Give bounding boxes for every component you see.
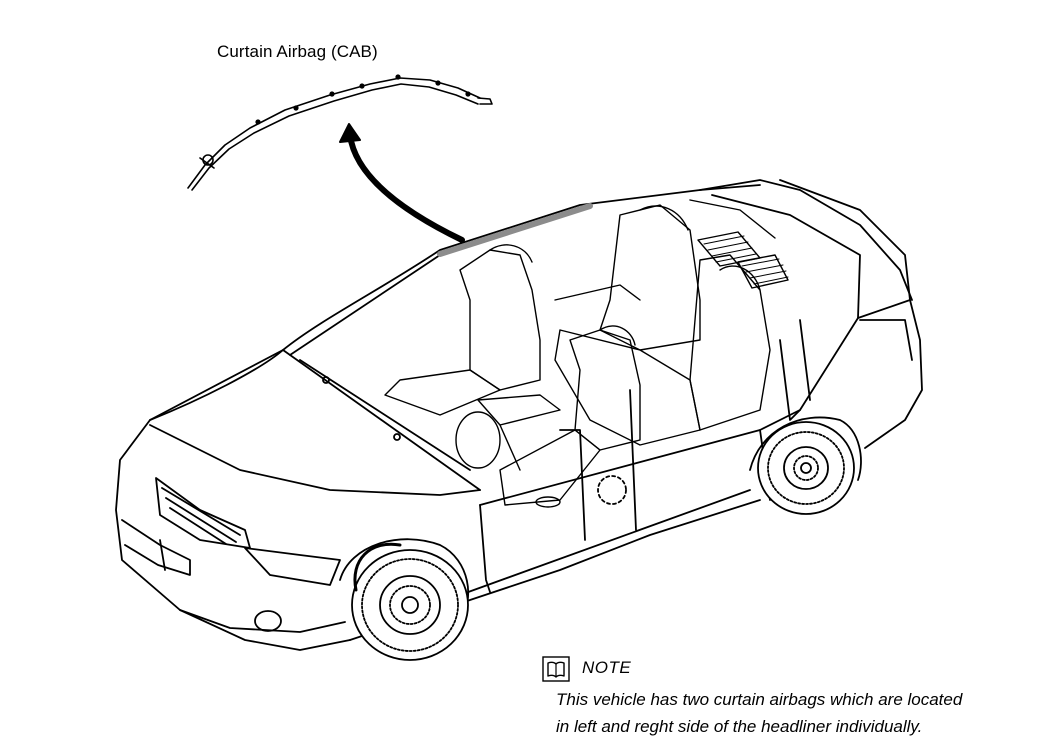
curtain-airbag-label: Curtain Airbag (CAB): [217, 42, 378, 61]
pointer-arrow: [339, 123, 465, 243]
note-text-line: This vehicle has two curtain airbags whi…: [556, 690, 963, 709]
front-wheel: [339, 538, 469, 661]
rear-wheel: [749, 416, 862, 515]
curtain-airbag-part: [187, 74, 493, 191]
sedan-body: [115, 179, 923, 651]
book-icon: [542, 656, 570, 682]
interior-seats: [384, 199, 789, 508]
note-title: NOTE: [582, 658, 632, 677]
note-text-line: in left and reght side of the headliner …: [556, 717, 923, 736]
note-box: NOTE This vehicle has two curtain airbag…: [542, 654, 1042, 746]
